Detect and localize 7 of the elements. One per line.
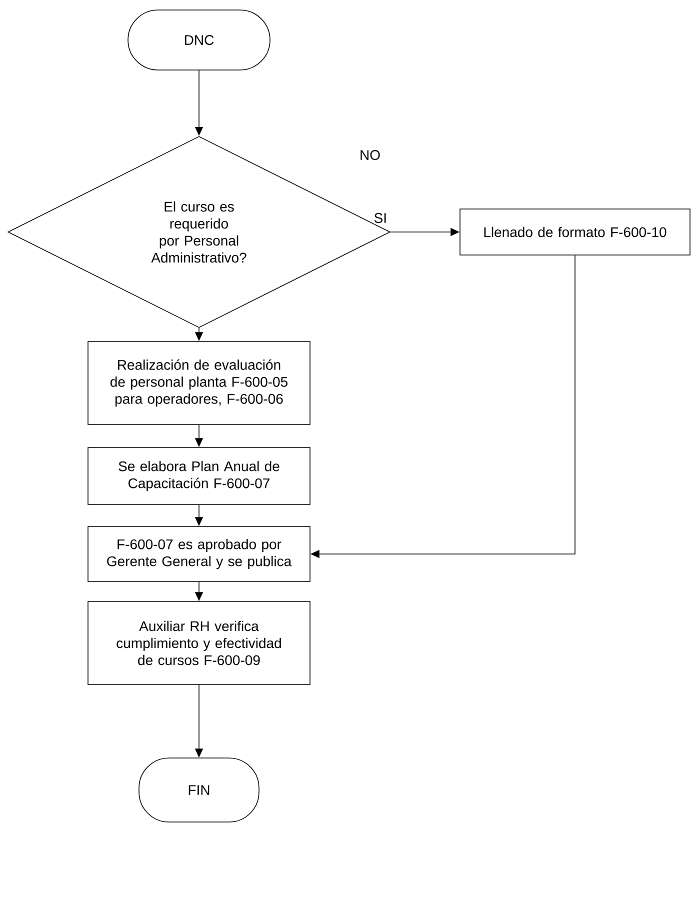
- branch-label: NO: [360, 150, 380, 160]
- process-box: Llenado de formato F-600-10: [460, 208, 690, 256]
- process-box: Realización de evaluación de personal planta F-600-05 para operadores, F-600-06: [88, 341, 310, 425]
- process-box: Se elabora Plan Anual de Capacitación F-600-07: [88, 447, 310, 505]
- edge-label: SI: [374, 213, 386, 223]
- process-box: Auxiliar RH verifica cumplimiento y efectividad de cursos F-600-09: [88, 601, 310, 685]
- process-box: F-600-07 es aprobado por Gerente General y se publica: [88, 526, 310, 582]
